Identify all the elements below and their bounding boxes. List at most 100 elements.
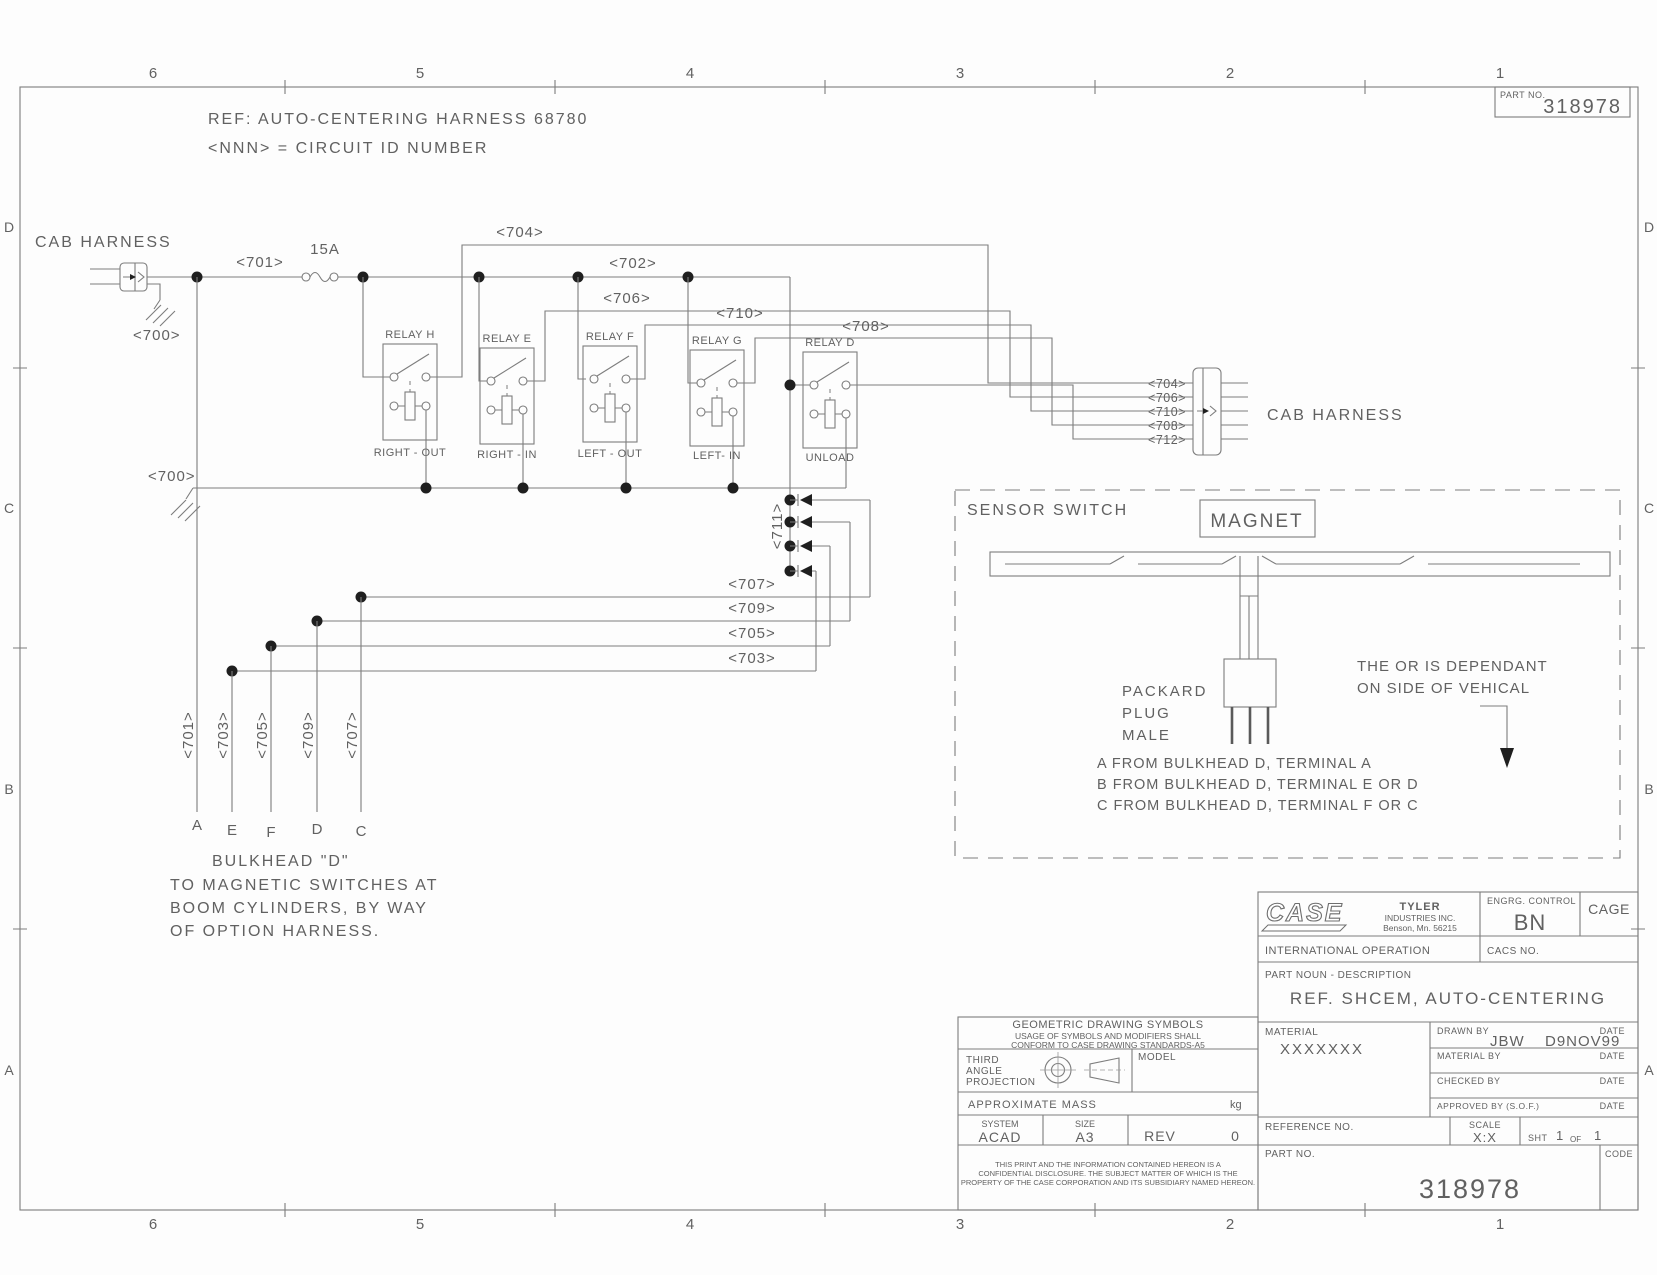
- drawn-by-value: JBW: [1490, 1033, 1525, 1050]
- ref-note: REF: AUTO-CENTERING HARNESS 68780: [208, 111, 588, 128]
- sht-label: SHT: [1528, 1133, 1548, 1143]
- fuse-terminal: [301, 272, 311, 282]
- ground-2-label: <700>: [148, 468, 196, 485]
- cacs-label: CACS NO.: [1487, 946, 1539, 957]
- diode-icon: [790, 565, 817, 671]
- zone-col-3-top: 3: [956, 65, 964, 82]
- cab-harness-left-label: CAB HARNESS: [35, 234, 172, 251]
- relay-e-function: RIGHT - IN: [477, 449, 537, 461]
- bulkhead-note-2: TO MAGNETIC SWITCHES AT: [170, 877, 439, 894]
- geo-header-3: CONFORM TO CASE DRAWING STANDARDS-A5: [1011, 1040, 1205, 1050]
- drawn-by-label: DRAWN BY: [1437, 1026, 1489, 1036]
- wire-705-label: <705>: [254, 711, 271, 759]
- size-value: A3: [1075, 1129, 1094, 1145]
- checked-by-label: CHECKED BY: [1437, 1076, 1501, 1086]
- sensor-switch-box: SENSOR SWITCH MAGNET PACKARD PLUG MALE T…: [954, 489, 1621, 859]
- engrg-control-label: ENGRG. CONTROL: [1487, 896, 1576, 906]
- relay-f: RELAY F LEFT - OUT: [578, 331, 643, 460]
- zone-row-c-right: C: [1644, 500, 1654, 516]
- magnet-box: [1199, 499, 1316, 538]
- sheet-total-value: 1: [1594, 1128, 1601, 1143]
- date-label-1: DATE: [1600, 1026, 1625, 1036]
- rev-value: 0: [1231, 1128, 1239, 1144]
- diode-icon: [790, 494, 871, 597]
- zone-col-2-top: 2: [1226, 65, 1234, 82]
- plug-label-2: PLUG: [1122, 705, 1171, 722]
- wire-703-label: <703>: [215, 711, 232, 759]
- relay-g-name: RELAY G: [692, 335, 742, 347]
- scale-label: SCALE: [1469, 1120, 1501, 1130]
- part-no-value: 318978: [1543, 96, 1622, 118]
- circuit-703-label: <703>: [728, 650, 776, 667]
- part-no-label: PART NO.: [1500, 90, 1546, 100]
- code-label: CODE: [1605, 1149, 1633, 1159]
- zone-col-4-bottom: 4: [686, 1216, 694, 1233]
- diode-or-circuit: <711>: [769, 494, 871, 671]
- relay-g: RELAY G LEFT- IN: [689, 335, 745, 462]
- bulkhead-note-4: OF OPTION HARNESS.: [170, 923, 380, 940]
- date-label-2: DATE: [1600, 1051, 1625, 1061]
- route-710-label: <710>: [716, 305, 764, 322]
- disclaimer-1: THIS PRINT AND THE INFORMATION CONTAINED…: [995, 1160, 1221, 1169]
- system-label: SYSTEM: [981, 1119, 1018, 1129]
- zone-row-a-left: A: [4, 1062, 14, 1078]
- part-no-bottom-label: PART NO.: [1265, 1149, 1315, 1160]
- zone-row-b-left: B: [4, 781, 13, 797]
- fuse-icon: [309, 271, 331, 283]
- zone-col-4-top: 4: [686, 65, 694, 82]
- cab-harness-right-label: CAB HARNESS: [1267, 407, 1404, 424]
- or-note-2: ON SIDE OF VEHICAL: [1357, 680, 1530, 697]
- geo-header-2: USAGE OF SYMBOLS AND MODIFIERS SHALL: [1015, 1031, 1201, 1041]
- terminal-c: C: [356, 823, 367, 840]
- conn-704-label: <704>: [1148, 377, 1186, 391]
- relay-d: RELAY D UNLOAD: [802, 337, 858, 464]
- relay-f-function: LEFT - OUT: [578, 448, 643, 460]
- relay-e-name: RELAY E: [483, 333, 532, 345]
- circuit-709-label: <709>: [728, 600, 776, 617]
- zone-row-b-right: B: [1644, 781, 1653, 797]
- material-value: XXXXXXX: [1280, 1041, 1364, 1058]
- plug-label-3: MALE: [1122, 727, 1171, 744]
- terminal-e: E: [227, 822, 237, 839]
- model-label: MODEL: [1138, 1052, 1176, 1063]
- third-angle-projection-icon: [1040, 1052, 1125, 1088]
- operation-label: INTERNATIONAL OPERATION: [1265, 945, 1430, 957]
- part-noun-label: PART NOUN - DESCRIPTION: [1265, 970, 1412, 981]
- zone-row-d-left: D: [4, 219, 14, 235]
- route-706-label: <706>: [603, 290, 651, 307]
- approx-mass-label: APPROXIMATE MASS: [968, 1099, 1097, 1111]
- magnet-label: MAGNET: [1210, 511, 1303, 532]
- plug-label-1: PACKARD: [1122, 683, 1207, 700]
- zone-col-2-bottom: 2: [1226, 1216, 1234, 1233]
- conn-710-label: <710>: [1148, 405, 1186, 419]
- engrg-control-value: BN: [1514, 910, 1547, 935]
- sheet-value: 1: [1556, 1128, 1563, 1143]
- relay-feed-wires: [362, 277, 810, 391]
- left-cab-harness: CAB HARNESS <700>: [35, 234, 180, 344]
- diode-icon: [790, 516, 851, 621]
- circuit-702-label: <702>: [609, 255, 657, 272]
- bulkhead-wires: <701> <703> <705> <709> <707> A E F D C …: [170, 277, 439, 940]
- relay-h-function: RIGHT - OUT: [374, 447, 447, 459]
- zone-col-3-bottom: 3: [956, 1216, 964, 1233]
- zone-row-d-right: D: [1644, 219, 1654, 235]
- date-label-3: DATE: [1600, 1076, 1625, 1086]
- relay-d-name: RELAY D: [805, 337, 855, 349]
- circuit-705-label: <705>: [728, 625, 776, 642]
- system-value: ACAD: [979, 1129, 1022, 1145]
- packard-plug: [1223, 576, 1277, 744]
- relay-h-name: RELAY H: [385, 329, 435, 341]
- sensor-switch-title: SENSOR SWITCH: [967, 502, 1128, 519]
- zone-col-1-top: 1: [1496, 65, 1504, 82]
- output-routes: <704> <706> <710> <708>: [430, 224, 1193, 440]
- or-note-1: THE OR IS DEPENDANT: [1357, 658, 1548, 675]
- zone-row-c-left: C: [4, 500, 14, 516]
- conn-708-label: <708>: [1148, 419, 1186, 433]
- reference-no-label: REFERENCE NO.: [1265, 1122, 1354, 1133]
- description-value: REF. SHCEM, AUTO-CENTERING: [1290, 989, 1606, 1008]
- of-label: OF: [1570, 1135, 1581, 1144]
- zone-col-5-top: 5: [416, 65, 424, 82]
- case-logo: CASE: [1260, 898, 1348, 932]
- conn-712-label: <712>: [1148, 433, 1186, 447]
